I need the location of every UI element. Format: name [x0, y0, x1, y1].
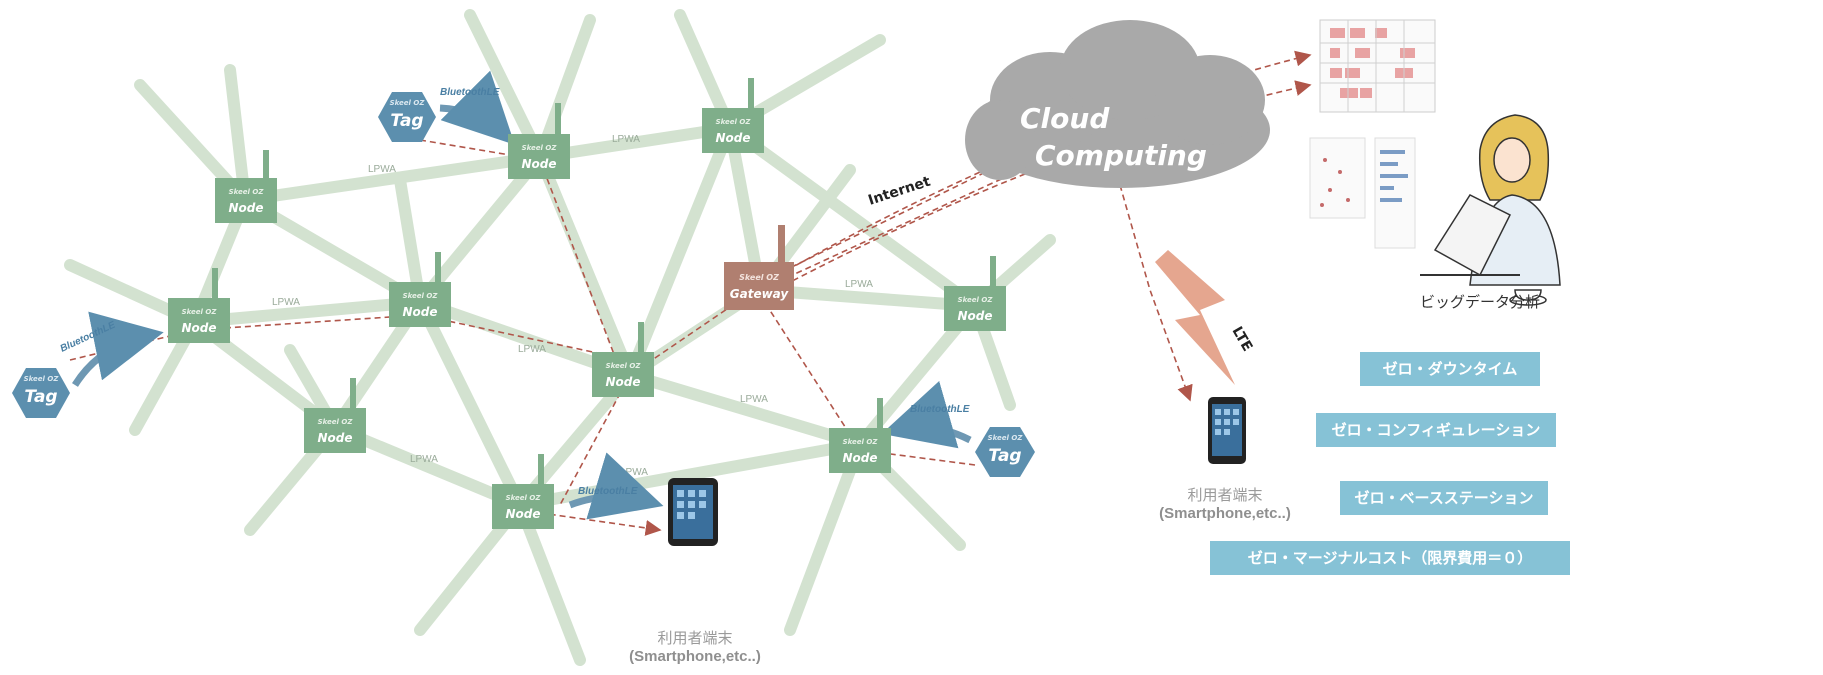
analyst-illustration: [1420, 114, 1561, 306]
node-label: Node: [521, 157, 556, 171]
node-label: Node: [957, 309, 992, 323]
node-brand: Skeel OZ: [958, 296, 994, 304]
lte-bolt-icon: [1155, 250, 1235, 385]
node: Skeel OZ Node: [592, 322, 654, 397]
tag: Skeel OZ Tag: [378, 92, 436, 142]
lpwa-label: LPWA: [272, 297, 300, 308]
lpwa-label: LPWA: [518, 344, 546, 355]
node-brand: Skeel OZ: [606, 362, 642, 370]
tag-brand: Skeel OZ: [988, 434, 1024, 442]
data-sheet-icon: [1309, 19, 1436, 249]
tag-label: Tag: [988, 446, 1021, 466]
node-brand: Skeel OZ: [318, 418, 354, 426]
zero-downtime-badge: ゼロ・ダウンタイム: [1360, 352, 1540, 386]
node-label: Node: [228, 201, 263, 215]
internet-label: Internet: [866, 174, 933, 209]
tag: Skeel OZ Tag: [975, 427, 1035, 477]
node-label: Node: [402, 305, 437, 319]
ble-label: BluetoothLE: [578, 486, 638, 497]
zero-marginal-cost-badge: ゼロ・マージナルコスト（限界費用＝０）: [1210, 541, 1570, 575]
ble-label: BluetoothLE: [440, 87, 500, 98]
lpwa-label: LPWA: [845, 279, 873, 290]
node-label: Node: [842, 451, 877, 465]
tag-brand: Skeel OZ: [390, 99, 426, 107]
node-label: Node: [181, 321, 216, 335]
node-brand: Skeel OZ: [522, 144, 558, 152]
node: Skeel OZ Node: [215, 150, 277, 223]
node: Skeel OZ Node: [389, 252, 451, 327]
cloud-label-line1: Cloud: [1020, 102, 1110, 135]
tablet-icon: [1208, 397, 1246, 464]
zero-base-station-badge: ゼロ・ベースステーション: [1340, 481, 1548, 515]
tag-label: Tag: [24, 387, 57, 407]
device-label: 利用者端末: [657, 629, 733, 647]
lpwa-label: LPWA: [740, 394, 768, 405]
node-brand: Skeel OZ: [229, 188, 265, 196]
device-sublabel: (Smartphone,etc..): [629, 648, 761, 665]
node-label: Node: [605, 375, 640, 389]
lpwa-label: LPWA: [410, 454, 438, 465]
node: Skeel OZ Node: [944, 256, 1006, 331]
gateway: Skeel OZ Gateway: [724, 225, 794, 310]
node-brand: Skeel OZ: [716, 118, 752, 126]
node-label: Node: [317, 431, 352, 445]
device-caption: 利用者端末 (Smartphone,etc..): [1140, 484, 1310, 522]
node-label: Node: [505, 507, 540, 521]
tag: Skeel OZ Tag: [12, 368, 70, 418]
ble-label: BluetoothLE: [910, 404, 970, 415]
node-brand: Skeel OZ: [403, 292, 439, 300]
lpwa-label: LPWA: [368, 164, 396, 175]
node: Skeel OZ Node: [508, 103, 570, 179]
node-brand: Skeel OZ: [506, 494, 542, 502]
lpwa-label: LPWA: [612, 134, 640, 145]
zero-configuration-badge: ゼロ・コンフィギュレーション: [1316, 413, 1556, 447]
device-sublabel: (Smartphone,etc..): [1159, 505, 1291, 522]
node: Skeel OZ Node: [702, 78, 764, 153]
node: Skeel OZ Node: [492, 454, 554, 529]
device-caption: 利用者端末 (Smartphone,etc..): [610, 627, 780, 665]
analysis-label: ビッグデータ分析: [1419, 293, 1540, 311]
node: Skeel OZ Node: [829, 398, 891, 473]
gateway-label: Gateway: [730, 287, 790, 301]
cloud-shape: Cloud Computing: [965, 20, 1270, 188]
device-label: 利用者端末: [1187, 486, 1263, 504]
tag-brand: Skeel OZ: [24, 375, 60, 383]
node-label: Node: [715, 131, 750, 145]
lpwa-label: LPWA: [620, 467, 648, 478]
node: Skeel OZ Node: [304, 378, 366, 453]
node-brand: Skeel OZ: [843, 438, 879, 446]
tablet-icon: [668, 478, 718, 546]
gateway-brand: Skeel OZ: [739, 273, 779, 282]
tag-label: Tag: [390, 111, 423, 131]
node-brand: Skeel OZ: [182, 308, 218, 316]
lte-label: LTE: [1229, 324, 1256, 354]
node: Skeel OZ Node: [168, 268, 230, 343]
cloud-label-line2: Computing: [1035, 139, 1207, 172]
